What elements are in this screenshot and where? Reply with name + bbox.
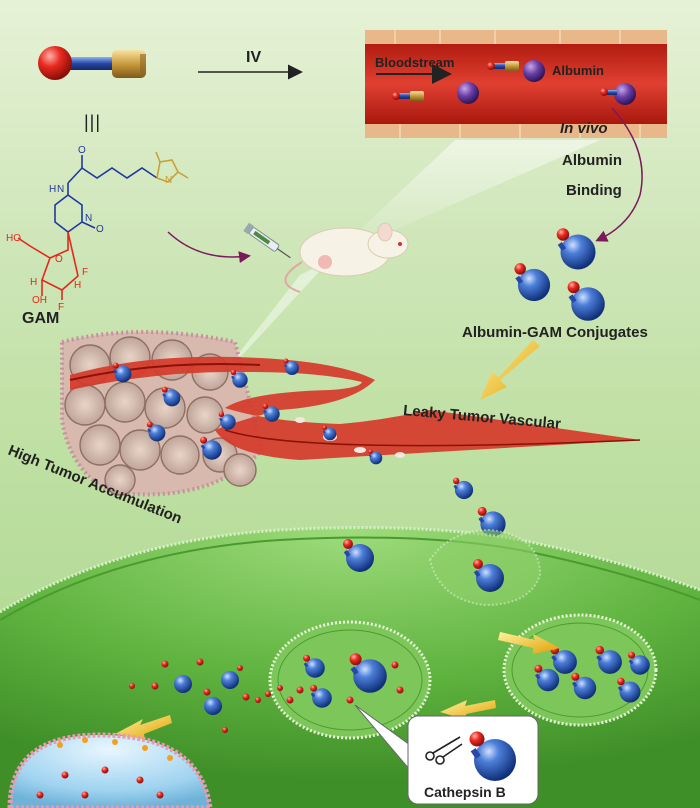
free-albumin (174, 675, 192, 693)
atom-o-ring: O (96, 224, 104, 235)
released-drug-dots (255, 661, 404, 704)
conjugate-in-vessel (600, 83, 636, 105)
cathepsin-callout-box (407, 715, 539, 805)
yellow-arrow-cell (115, 715, 172, 740)
bloodstream-label: Bloodstream (375, 55, 455, 70)
prodrug-in-vessel (392, 91, 424, 101)
nucleus (7, 732, 213, 808)
yellow-arrow-cell (498, 632, 560, 654)
free-albumin (204, 697, 222, 715)
in-vivo-label: In vivo (560, 120, 608, 137)
atom-n-ring: N (85, 213, 92, 224)
injection-arrow (167, 231, 251, 264)
binding-process-label: Binding (566, 182, 622, 199)
binding-arrow (595, 107, 643, 242)
atom-ho: HO (6, 233, 21, 244)
yellow-arrow-down (480, 340, 540, 400)
blood-vessel (365, 30, 667, 138)
conjugate-particle (514, 263, 551, 302)
atom-n-amide: N (57, 184, 64, 195)
scissors-icon (425, 736, 463, 765)
cathepsin-label: Cathepsin B (424, 784, 506, 800)
conjugates-label: Albumin-GAM Conjugates (462, 324, 648, 341)
light-beam-vessel (330, 140, 600, 258)
atom-h-amide: H (49, 184, 56, 195)
molecule-name: GAM (22, 310, 60, 327)
conjugate-particle (556, 228, 596, 270)
atom-h2: H (74, 280, 81, 291)
equivalence-symbol: ||| (84, 112, 102, 132)
conjugate-particle (567, 281, 605, 321)
endosome-left (268, 620, 432, 740)
gam-atom-labels: N H O N N O HO O H F OH H F (6, 145, 172, 313)
atom-oh: OH (32, 295, 47, 306)
prodrug-icon (38, 46, 146, 80)
syringe-icon (243, 222, 291, 259)
mouse-icon (284, 222, 409, 293)
albumin-label: Albumin (552, 63, 604, 78)
albumin-particle (523, 60, 545, 82)
free-drug-dots (129, 658, 250, 733)
atom-h1: H (30, 277, 37, 288)
atom-o-sugar: O (55, 254, 63, 265)
atom-f1: F (82, 267, 88, 278)
albumin-process-label: Albumin (562, 152, 622, 169)
conjugate-particle (452, 477, 474, 500)
tumor-tissue (60, 330, 265, 497)
atom-o-amide: O (78, 145, 86, 156)
albumin-particle (457, 82, 479, 104)
free-albumin (221, 671, 239, 689)
yellow-arrow-cell (440, 700, 496, 720)
atom-n-maleimide: N (165, 175, 172, 186)
gam-structure (17, 151, 189, 300)
atom-f2: F (58, 302, 64, 313)
reaction-label: IV (246, 49, 262, 66)
prodrug-in-vessel (487, 61, 519, 71)
